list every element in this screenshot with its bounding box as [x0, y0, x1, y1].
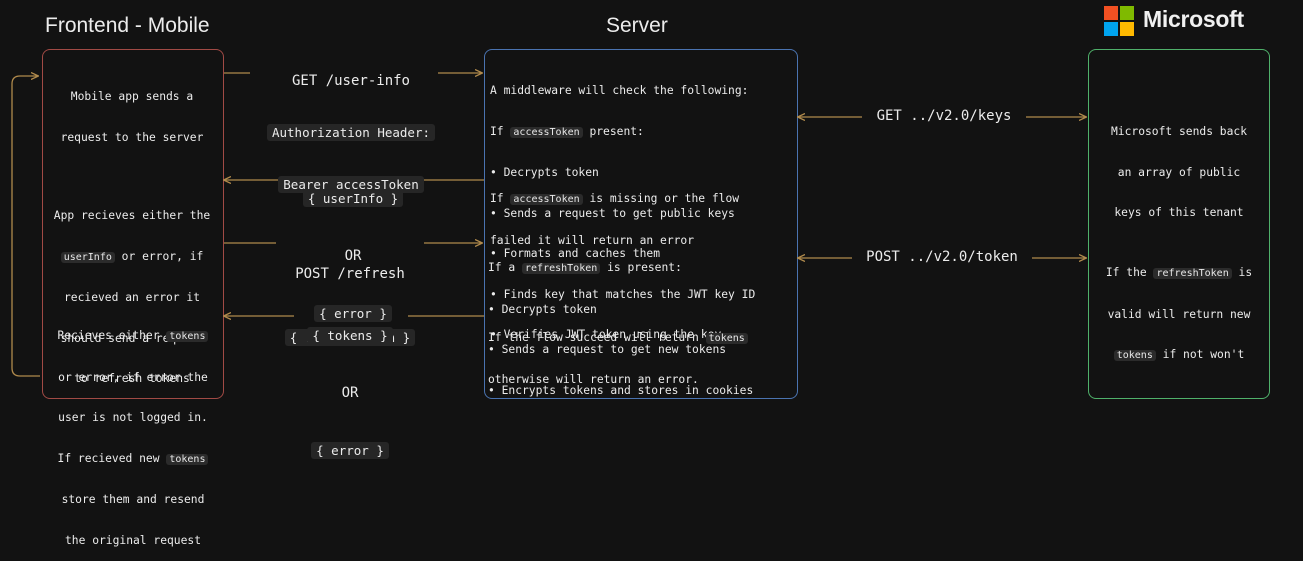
server-panel — [484, 49, 798, 399]
frontend-box3-line: or error, if error the — [58, 370, 208, 384]
frontend-box2-line: App recieves either the — [53, 209, 211, 222]
error-chip: { error } — [311, 442, 389, 459]
server-title: Server — [606, 14, 668, 37]
server-text: is present: — [600, 261, 682, 274]
frontend-box3-line: Recieves either tokens — [42, 329, 224, 344]
error-row: { error } — [290, 441, 410, 461]
microsoft-text: is — [1231, 266, 1253, 279]
frontend-box3-line: If recieved new tokens — [42, 452, 224, 467]
loop-arrow — [11, 76, 40, 377]
server-section1: A middleware will check the following: I… — [490, 57, 755, 355]
frontend-box3-line: user is not logged in. — [58, 411, 208, 424]
microsoft-line: If the refreshToken is — [1088, 266, 1270, 281]
frontend-box1-text: Mobile app sends a request to the server — [44, 63, 220, 158]
post-token-label: POST ../v2.0/token — [866, 249, 1018, 265]
microsoft-line: Microsoft sends back — [1110, 125, 1248, 138]
server-section4: If the flow succeed will return tokens o… — [488, 304, 748, 400]
error-chip: { error } — [314, 305, 392, 322]
tokens-chip: tokens — [705, 333, 748, 344]
bearer-row: Bearer accessToken — [256, 176, 446, 193]
bearer-chip: Bearer accessToken — [278, 176, 424, 193]
tokens-chip: tokens — [166, 331, 209, 342]
server-bullet: • Formats and caches them — [490, 247, 661, 260]
server-section2: If accessToken is missing or the flow fa… — [490, 165, 739, 261]
server-bullet: • Sends a request to get new tokens — [488, 343, 727, 356]
microsoft-logo-icon — [1104, 6, 1135, 37]
server-line: If the flow succeed will return tokens — [488, 331, 748, 346]
tokens-chip: tokens — [166, 453, 209, 465]
server-line: otherwise will return an error. — [488, 372, 699, 386]
microsoft-text: If the — [1105, 266, 1154, 279]
ms-green-square — [1120, 6, 1134, 20]
server-text: If — [490, 192, 511, 205]
get-keys-label: GET ../v2.0/keys — [876, 108, 1012, 124]
get-user-info-label: GET /user-info Authorization Header: Bea… — [256, 41, 446, 209]
or-text: OR — [344, 248, 362, 264]
frontend-box2-text: App recieves either the userInfo or erro… — [42, 182, 222, 399]
microsoft-section2: If the refreshToken is valid will return… — [1088, 239, 1270, 376]
server-bullet: • Decrypts token — [490, 166, 599, 179]
frontend-box2-text: or error, if — [114, 249, 204, 263]
microsoft-line: an array of public — [1117, 165, 1241, 179]
server-bullet: • Finds key that matches the JWT key ID — [490, 287, 756, 301]
userinfo-chip: userInfo — [60, 251, 115, 263]
frontend-title: Frontend - Mobile — [45, 14, 210, 37]
microsoft-line: keys of this tenant — [1114, 206, 1244, 219]
frontend-box1-line: Mobile app sends a — [70, 90, 194, 103]
server-bullet: • Encrypts tokens and stores in cookies — [488, 383, 754, 397]
server-text: If the flow succeed will return — [488, 331, 706, 344]
ms-blue-square — [1104, 22, 1118, 36]
userinfo-row: { userInfo } — [290, 189, 416, 209]
ms-yellow-square — [1120, 22, 1134, 36]
error-row: { error } — [290, 304, 416, 324]
server-line: If accessToken present: — [490, 125, 755, 140]
frontend-box3-line: the original request — [64, 533, 202, 547]
microsoft-line: valid will return new — [1107, 307, 1251, 321]
refreshtoken-chip: refreshToken — [522, 263, 601, 274]
microsoft-line: tokens if not won't — [1088, 348, 1270, 363]
accesstoken-chip: accessToken — [510, 194, 583, 205]
server-line: failed it will return an error — [490, 233, 695, 247]
refreshtoken-chip: refreshToken — [1153, 268, 1232, 279]
server-text: present: — [582, 124, 644, 138]
get-user-info-text: GET /user-info — [291, 73, 410, 89]
microsoft-title: Microsoft — [1143, 6, 1244, 32]
server-text: If — [490, 124, 511, 138]
frontend-box2-line: to refresh tokens — [74, 372, 190, 385]
userinfo-response-label: { userInfo } OR { error } — [290, 151, 416, 343]
server-text: If a — [488, 261, 523, 274]
frontend-panel — [42, 49, 224, 399]
ms-red-square — [1104, 6, 1118, 20]
server-bullet: • Verifies JWT token using the key — [490, 328, 722, 341]
server-line: A middleware will check the following: — [490, 84, 749, 97]
tokens-response-label: { tokens } OR { error } — [290, 288, 410, 480]
server-section3: If a refreshToken is present: • Decrypts… — [488, 234, 753, 411]
microsoft-section1: Microsoft sends back an array of public … — [1088, 98, 1270, 233]
post-refresh-text: POST /refresh — [295, 266, 405, 282]
frontend-box3-line: store them and resend — [61, 493, 205, 506]
userinfo-label-chip: { userInfo } — [302, 190, 404, 207]
server-bullet: • Sends a request to get public keys — [490, 206, 735, 220]
frontend-box2-line: recieved an error it — [63, 291, 201, 304]
frontend-box1-line: request to the server — [60, 130, 204, 144]
microsoft-panel — [1088, 49, 1270, 399]
auth-header-row: Authorization Header: — [256, 124, 446, 141]
server-line: If a refreshToken is present: — [488, 261, 753, 276]
frontend-box3-text: Recieves either — [57, 329, 167, 342]
frontend-box2-line: userInfo or error, if — [42, 250, 222, 265]
server-bullet: • Decrypts token — [488, 302, 597, 316]
tokens-row: { tokens } — [290, 326, 410, 346]
auth-header-chip: Authorization Header: — [266, 124, 436, 141]
accesstoken-chip: accessToken — [510, 126, 583, 138]
microsoft-text: if not won't — [1155, 348, 1245, 361]
tokens-chip: tokens — [1113, 350, 1156, 361]
or-text: OR — [341, 385, 359, 401]
server-text: is missing or the flow — [582, 192, 740, 205]
frontend-box3-text: Recieves either tokens or error, if erro… — [42, 302, 224, 561]
frontend-box3-text: If recieved new — [57, 451, 167, 465]
server-line: If accessToken is missing or the flow — [490, 192, 739, 207]
tokens-label-chip: { tokens } — [307, 327, 393, 344]
